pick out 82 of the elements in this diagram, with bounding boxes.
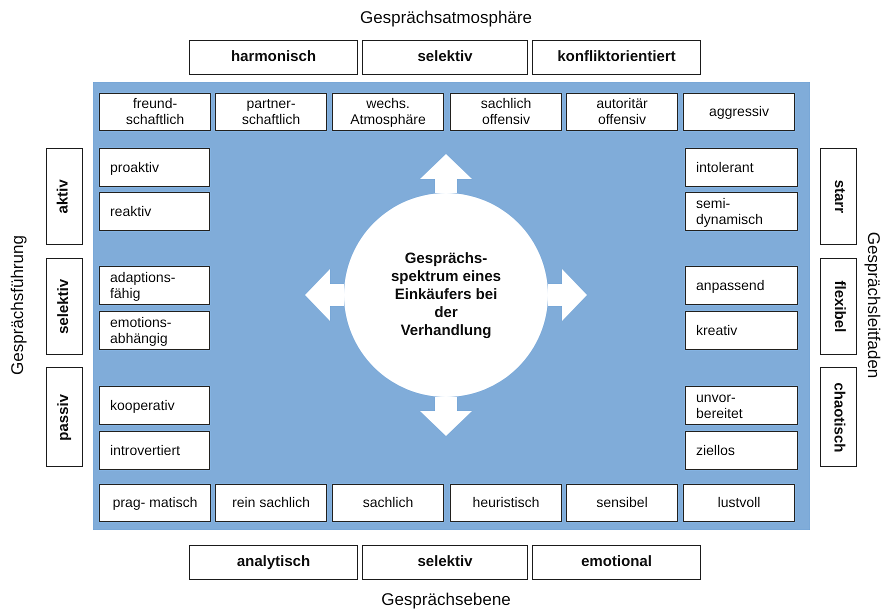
block-arrow (305, 269, 344, 321)
trait-box (99, 266, 210, 305)
trait-box (99, 93, 211, 131)
trait-label: kreativ (696, 322, 738, 338)
trait-box (683, 484, 795, 522)
trait-label: sachlich offensiv (480, 96, 532, 128)
trait-box (450, 484, 562, 522)
trait-box (683, 93, 795, 131)
category-label: flexibel (830, 280, 847, 332)
trait-box (332, 484, 444, 522)
trait-box (332, 93, 444, 131)
trait-label: proaktiv (110, 160, 160, 176)
category-label: aktiv (56, 179, 73, 214)
axis-title: Gesprächsleitfaden (863, 232, 883, 378)
category-label: analytisch (236, 554, 310, 571)
trait-label: anpassend (696, 278, 765, 294)
block-arrow (420, 154, 472, 193)
trait-label: wechs. Atmosphäre (349, 96, 427, 128)
category-label: emotional (581, 554, 652, 571)
trait-box (566, 93, 678, 131)
category-label: konfliktorientiert (557, 49, 676, 66)
trait-box (450, 93, 562, 131)
trait-box (685, 431, 798, 470)
trait-label: adaptions- fähig (110, 270, 176, 302)
trait-label: kooperativ (110, 398, 175, 414)
trait-label: ziellos (696, 442, 735, 458)
trait-label: rein sachlich (232, 495, 310, 511)
trait-label: lustvoll (718, 495, 760, 511)
trait-box (215, 484, 327, 522)
category-box (532, 545, 701, 580)
category-box (362, 40, 528, 75)
trait-label: autoritär offensiv (595, 96, 649, 128)
trait-label: introvertiert (110, 442, 180, 458)
category-label: selektiv (56, 278, 73, 334)
trait-box (99, 431, 210, 470)
trait-label: semi- dynamisch (696, 196, 764, 228)
category-box (46, 367, 83, 467)
category-box (820, 367, 857, 467)
trait-label: freund- schaftlich (124, 96, 186, 128)
trait-label: sachlich (362, 495, 414, 511)
spectrum-panel (93, 82, 810, 530)
category-box (189, 40, 358, 75)
trait-box (685, 266, 798, 305)
trait-box (99, 386, 210, 425)
trait-label: intolerant (696, 160, 754, 176)
trait-label: prag- matisch (112, 495, 198, 511)
axis-title: Gesprächsebene (381, 590, 511, 610)
trait-label: heuristisch (472, 495, 540, 511)
center-title: Gesprächs- spektrum eines Einkäufers bei der Verhandlung (390, 250, 502, 340)
category-label: selektiv (417, 49, 473, 66)
category-box (362, 545, 528, 580)
trait-box (685, 311, 798, 350)
category-label: chaotisch (830, 382, 847, 452)
category-box (46, 258, 83, 355)
trait-label: emotions- abhängig (110, 314, 172, 346)
trait-box (566, 484, 678, 522)
axis-title: Gesprächsführung (8, 235, 28, 375)
category-label: passiv (56, 394, 73, 440)
category-label: harmonisch (230, 49, 316, 66)
trait-box (99, 311, 210, 350)
trait-label: aggressiv (709, 104, 769, 120)
block-arrow (548, 269, 587, 321)
block-arrow (420, 397, 472, 436)
trait-label: sensibel (596, 495, 648, 511)
category-box (820, 258, 857, 355)
trait-box (215, 93, 327, 131)
trait-box (685, 148, 798, 187)
trait-box (99, 484, 211, 522)
category-box (189, 545, 358, 580)
trait-box (99, 192, 210, 231)
category-box (46, 148, 83, 245)
trait-label: partner- schaftlich (240, 96, 302, 128)
trait-box (99, 148, 210, 187)
axis-title: Gesprächsatmosphäre (360, 8, 532, 28)
category-label: starr (830, 180, 847, 214)
trait-box (685, 386, 798, 425)
trait-label: reaktiv (110, 204, 152, 220)
trait-box (685, 192, 798, 231)
category-box (532, 40, 701, 75)
category-box (820, 148, 857, 245)
category-label: selektiv (417, 554, 473, 571)
trait-label: unvor- bereitet (696, 390, 744, 422)
